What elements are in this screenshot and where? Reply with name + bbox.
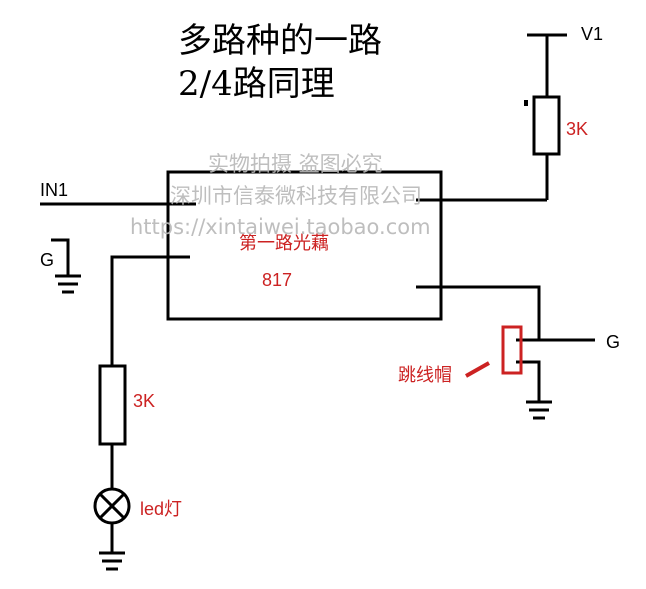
- watermark-line-1: 实物拍摄 盗图必究: [208, 152, 383, 176]
- g-left-label: G: [40, 250, 54, 270]
- led-branch-wire: [110, 255, 190, 366]
- watermark-line-3: https://xintaiwei.taobao.com: [130, 215, 431, 239]
- led-lamp-icon: [93, 487, 131, 525]
- resistor-bottom-label: 3K: [133, 391, 155, 411]
- jumper-pointer: [465, 361, 490, 378]
- resistor-top-label: 3K: [566, 119, 588, 139]
- resistor-top-mark: [524, 100, 528, 106]
- in1-label: IN1: [40, 180, 68, 200]
- resistor-top: [532, 95, 561, 156]
- title-line-2: 2/4路同理: [178, 64, 335, 104]
- title-line-1: 多路种的一路: [178, 21, 382, 61]
- ground-left-icon: [55, 274, 81, 294]
- watermark-line-2: 深圳市信泰微科技有限公司: [170, 184, 422, 208]
- ground-bottom-left-icon: [99, 551, 125, 571]
- led-label: led灯: [140, 499, 182, 519]
- optocoupler-name: 第一路光藕: [239, 233, 329, 253]
- emitter-wire: [416, 285, 541, 340]
- jumper-ground-wire: [516, 360, 541, 401]
- optocoupler-part: 817: [262, 270, 292, 290]
- g-right-label: G: [606, 332, 620, 352]
- g-left-wire: [51, 238, 70, 275]
- optocoupler-box: [166, 170, 443, 321]
- jumper-label: 跳线帽: [398, 365, 452, 385]
- ground-right-icon: [526, 400, 552, 420]
- resistor-bottom: [98, 364, 127, 446]
- v1-label: V1: [581, 24, 603, 44]
- jumper-cap: [501, 325, 523, 375]
